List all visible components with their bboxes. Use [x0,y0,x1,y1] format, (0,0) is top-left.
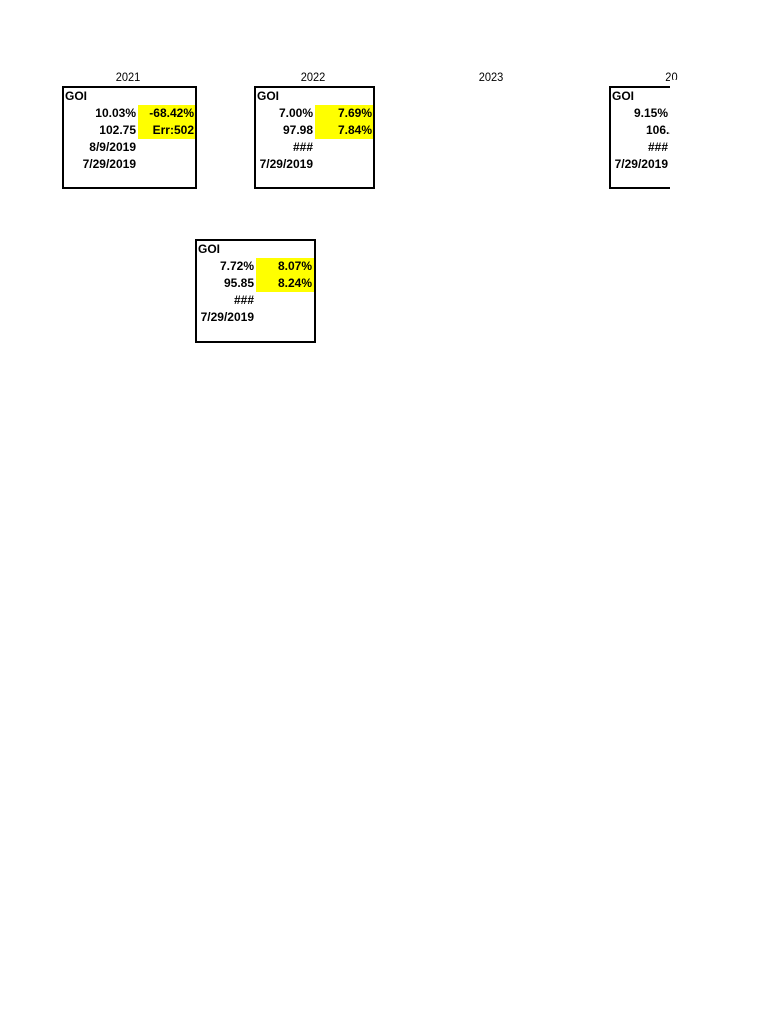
cell-highlight: 7.69% [315,105,373,122]
cell-value: ### [292,140,313,154]
viewport-clip [670,80,768,200]
box-title: GOI [198,242,221,256]
cell-value: ### [647,140,668,154]
year-label-2022: 2022 [300,70,326,84]
table-row: 102.75 Err:502 [64,122,195,139]
cell-value: 95.85 [223,276,254,290]
cell-highlight: 7.84% [315,122,373,139]
table-row: 8/9/2019 [64,139,195,156]
year-label-2023: 2023 [478,70,504,84]
table-row: ### [256,139,373,156]
cell-value: 7/29/2019 [82,157,136,171]
cell-value: 9.15% [633,106,668,120]
box-title: GOI [65,89,88,103]
table-row: 97.98 7.84% [256,122,373,139]
table-row: 7/29/2019 [256,156,373,173]
cell-value: 10.03% [95,106,136,120]
cell-value: 7.72% [219,259,254,273]
year-label-2021: 2021 [115,70,141,84]
cell-highlight: -68.42% [138,105,195,122]
cell-highlight: Err:502 [138,122,195,139]
table-row: 7/29/2019 [64,156,195,173]
table-row: 95.85 8.24% [197,275,314,292]
cell-value-text: 106.2 [645,123,676,137]
cell-highlight: 8.07% [256,258,314,275]
goi-box-lower: GOI 7.72% 8.07% 95.85 8.24% ### 7/29/201… [195,239,316,343]
cell-value: 7/29/2019 [614,157,668,171]
cell-highlight: 8.24% [256,275,314,292]
table-row: 10.03% -68.42% [64,105,195,122]
cell-value: 106.2 [611,122,676,139]
table-row: 7/29/2019 [197,309,314,326]
cell-value: 97.98 [282,123,313,137]
table-row: 9.15% [611,105,689,122]
box-title: GOI [257,89,280,103]
cell-value: 8/9/2019 [89,140,136,154]
table-row: 7/29/2019 [611,156,689,173]
table-row: 7.00% 7.69% [256,105,373,122]
table-row: 106.2 [611,122,689,139]
goi-box-2021: GOI 10.03% -68.42% 102.75 Err:502 8/9/20… [62,86,197,189]
table-row: ### [611,139,689,156]
cell-value: ### [233,293,254,307]
cell-value: 7.00% [278,106,313,120]
goi-box-2022: GOI 7.00% 7.69% 97.98 7.84% ### 7/29/201… [254,86,375,189]
box-title: GOI [612,89,635,103]
cell-value: 7/29/2019 [259,157,313,171]
table-row: 7.72% 8.07% [197,258,314,275]
table-row: ### [197,292,314,309]
cell-value: 102.75 [99,123,136,137]
cell-value: 7/29/2019 [200,310,254,324]
